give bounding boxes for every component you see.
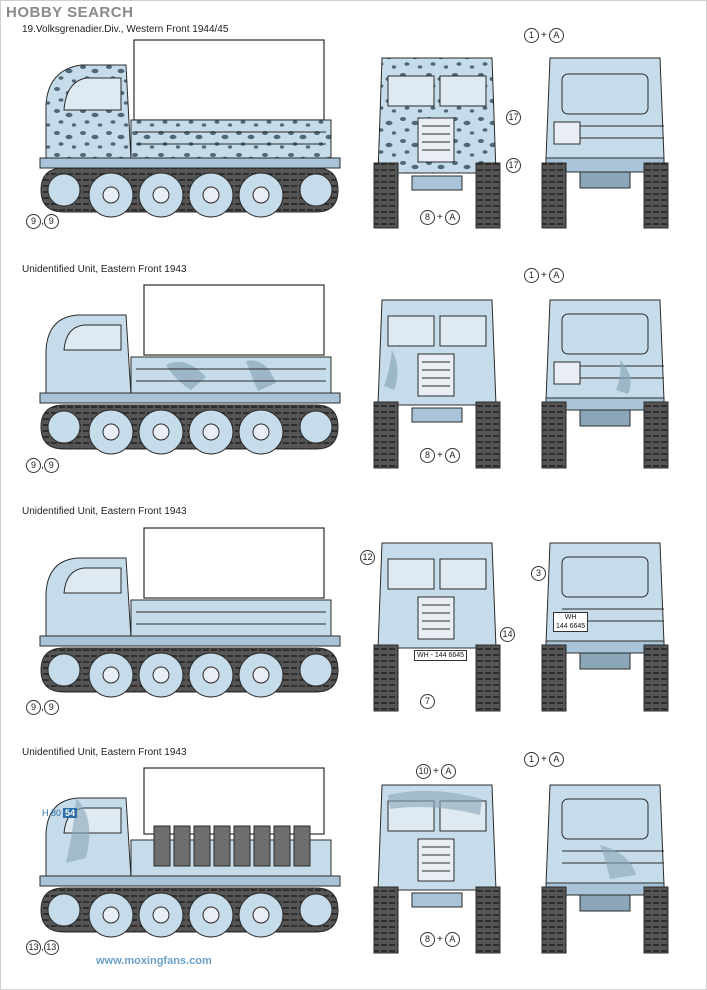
callout-front-bottom-row-4: 8+A bbox=[420, 932, 460, 947]
side-view-row-4 bbox=[39, 767, 341, 938]
callout-front-top-row-4: 10+A bbox=[416, 764, 456, 779]
caption-row-1: 19.Volksgrenadier.Div., Western Front 19… bbox=[22, 24, 229, 35]
callout-side-row-4: 13,13 bbox=[26, 940, 59, 955]
site-watermark: www.moxingfans.com bbox=[96, 955, 212, 967]
rear-view-row-2 bbox=[541, 299, 669, 469]
callout-rear-top-row-4: 1+A bbox=[524, 752, 564, 767]
front-view-row-4 bbox=[373, 784, 501, 954]
rear-view-row-3 bbox=[541, 542, 669, 712]
callout-front-right-row-3: 14 bbox=[500, 627, 515, 642]
side-view-row-2 bbox=[39, 284, 341, 455]
callout-rear-top-row-2: 1+A bbox=[524, 268, 564, 283]
callout-front-bottom-row-3: 7 bbox=[420, 694, 435, 709]
side-view-row-1 bbox=[39, 39, 341, 218]
front-view-row-3 bbox=[373, 542, 501, 712]
caption-row-3: Unidentified Unit, Eastern Front 1943 bbox=[22, 506, 187, 517]
front-license-plate-row-3: WH - 144 6645 bbox=[414, 650, 468, 661]
callout-side-row-3: 9,9 bbox=[26, 700, 59, 715]
side-view-row-3 bbox=[39, 527, 341, 698]
callout-side-row-2: 9,9 bbox=[26, 458, 59, 473]
front-view-row-1 bbox=[373, 57, 501, 229]
front-view-row-2 bbox=[373, 299, 501, 469]
callout-side-row-1: 9,9 bbox=[26, 214, 59, 229]
hobby-search-logo: HOBBY SEARCH bbox=[6, 4, 134, 21]
caption-row-4: Unidentified Unit, Eastern Front 1943 bbox=[22, 747, 187, 758]
callout-rear-left-row-3: 3 bbox=[531, 566, 546, 581]
callout-front-bottom-row-1: 8+A bbox=[420, 210, 460, 225]
callout-front-bottom-row-2: 8+A bbox=[420, 448, 460, 463]
rear-view-row-1 bbox=[541, 57, 669, 229]
callout-front-17a-row-1: 17 bbox=[506, 110, 521, 125]
callout-rear-top-row-1: 1+A bbox=[524, 28, 564, 43]
rear-view-row-4 bbox=[541, 784, 669, 954]
caption-row-2: Unidentified Unit, Eastern Front 1943 bbox=[22, 264, 187, 275]
callout-front-17b-row-1: 17 bbox=[506, 158, 521, 173]
callout-front-left-row-3: 12 bbox=[360, 550, 375, 565]
